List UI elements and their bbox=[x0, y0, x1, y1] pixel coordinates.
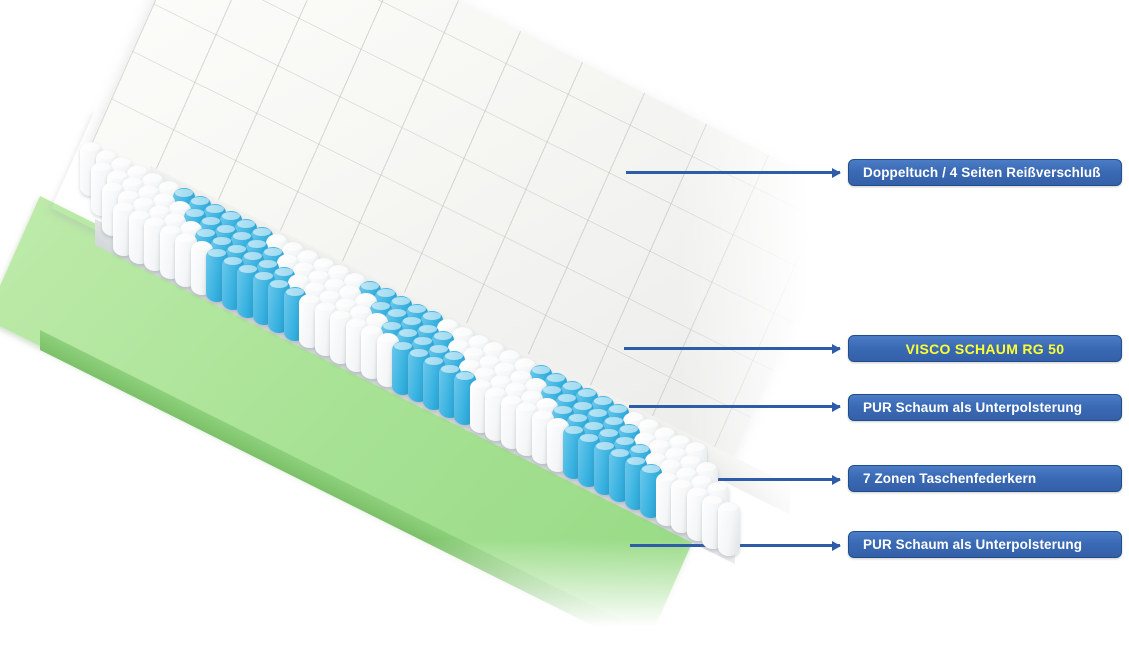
callout-pur-foam-upper[interactable]: PUR Schaum als Unterpolsterung bbox=[848, 394, 1122, 421]
pocket-spring-core bbox=[80, 142, 740, 557]
callout-label: Doppeltuch / 4 Seiten Reißverschluß bbox=[863, 165, 1101, 180]
callout-label: VISCO SCHAUM RG 50 bbox=[905, 340, 1065, 357]
leader-line-cover bbox=[626, 167, 841, 178]
callout-visco-foam[interactable]: VISCO SCHAUM RG 50 bbox=[848, 335, 1122, 362]
callout-label: PUR Schaum als Unterpolsterung bbox=[863, 537, 1083, 552]
pocket-spring bbox=[717, 502, 740, 557]
callout-label: 7 Zonen Taschenfederkern bbox=[863, 471, 1037, 486]
mattress-illustration bbox=[0, 0, 860, 649]
callout-label: PUR Schaum als Unterpolsterung bbox=[863, 400, 1083, 415]
callout-pocket-spring-core[interactable]: 7 Zonen Taschenfederkern bbox=[848, 465, 1122, 492]
callout-pur-foam-lower[interactable]: PUR Schaum als Unterpolsterung bbox=[848, 531, 1122, 558]
leader-line-pur-upper bbox=[629, 401, 841, 412]
callout-quilted-cover[interactable]: Doppeltuch / 4 Seiten Reißverschluß bbox=[848, 159, 1122, 186]
leader-line-visco bbox=[624, 343, 841, 354]
